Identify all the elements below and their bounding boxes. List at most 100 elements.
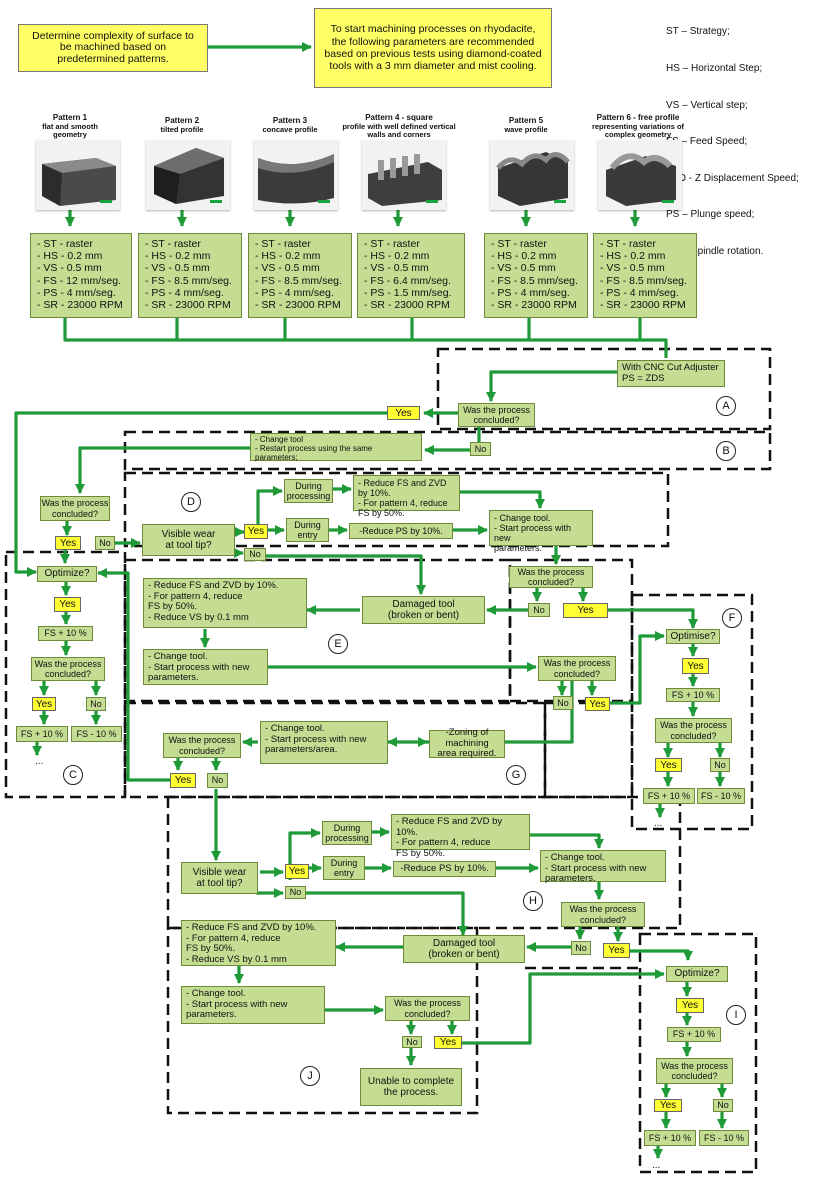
no-label-wear-h: No — [285, 886, 306, 899]
no-label-d: No — [95, 536, 115, 550]
fs-plus-result-f: FS + 10 % — [643, 788, 695, 804]
determine-complexity-box: Determine complexity of surface to be ma… — [18, 24, 208, 72]
decision-was-concluded-e2: Was the process concluded? — [538, 656, 616, 681]
yes-label-a: Yes — [387, 406, 420, 420]
damaged-tool-box-h: Damaged tool(broken or bent) — [403, 935, 525, 963]
pattern-5-parameters: - ST - raster- HS - 0.2 mm- VS - 0.5 mm-… — [484, 233, 588, 318]
yes-label-e: Yes — [563, 603, 608, 618]
fs-plus-box-f: FS + 10 % — [666, 688, 720, 702]
yes-label-wear-d: Yes — [244, 524, 268, 539]
pattern-2-sample-image — [146, 140, 230, 210]
reduce-all-params-box-e: - Reduce FS and ZVD by 10%.- For pattern… — [143, 578, 307, 628]
yes-label-optimize-i: Yes — [676, 998, 704, 1013]
region-label-d: D — [181, 492, 201, 512]
legend-item: HS – Horizontal Step; — [666, 62, 763, 74]
no-label-wear-d: No — [244, 548, 266, 561]
region-frames — [4, 347, 772, 1174]
fs-minus-result-c: FS - 10 % — [71, 726, 122, 742]
decision-was-concluded-h: Was the process concluded? — [561, 902, 645, 927]
no-label-e: No — [528, 603, 550, 617]
legend-item: ST – Strategy; — [666, 26, 730, 38]
yes-label-e2: Yes — [585, 697, 610, 711]
region-label-i: I — [726, 1005, 746, 1025]
optimize-decision-c: Optimize? — [37, 566, 97, 582]
yes-label-optimize-c: Yes — [54, 597, 81, 612]
change-tool-same-params-box: - Change tool- Restart process using the… — [250, 433, 422, 462]
legend-item: VS – Vertical step; — [666, 99, 748, 111]
yes-label-c: Yes — [32, 697, 56, 711]
fs-minus-result-f: FS - 10 % — [697, 788, 745, 804]
continuation-ellipsis-i: ... — [652, 1160, 661, 1171]
yes-label-d: Yes — [55, 536, 81, 550]
fs-minus-result-i: FS - 10 % — [699, 1130, 749, 1146]
pattern-4-parameters: - ST - raster- HS - 0.2 mm- VS - 0.5 mm-… — [357, 233, 465, 318]
pattern-6-sample-image — [598, 140, 682, 210]
recommended-parameters-box: To start machining processes on rhyodaci… — [314, 8, 552, 88]
pattern-5-sample-image — [490, 140, 574, 210]
pattern-3-sample-image — [254, 140, 338, 210]
continuation-ellipsis-c: ... — [35, 756, 44, 767]
decision-was-concluded-j: Was the process concluded? — [385, 996, 470, 1021]
pattern-2-parameters: - ST - raster- HS - 0.2 mm- VS - 0.5 mm-… — [138, 233, 242, 318]
region-label-h: H — [523, 891, 543, 911]
yes-label-optimise-f: Yes — [682, 658, 709, 674]
yes-label-h: Yes — [603, 943, 630, 958]
yes-label-g: Yes — [170, 773, 196, 788]
optimise-decision-f: Optimise? — [666, 629, 720, 644]
legend-item: ZVD - Z Displacement Speed; — [666, 172, 799, 184]
region-label-g: G — [506, 765, 526, 785]
yes-label-i: Yes — [654, 1099, 682, 1112]
yes-label-f: Yes — [655, 758, 682, 772]
damaged-tool-box-e: Damaged tool(broken or bent) — [362, 596, 485, 624]
pattern-1-sample-image — [36, 140, 120, 210]
fs-plus-result-c: FS + 10 % — [16, 726, 68, 742]
decision-was-concluded-g: Was the process concluded? — [163, 733, 241, 758]
region-label-b: B — [716, 441, 736, 461]
decision-was-concluded-i: Was the process concluded? — [656, 1058, 733, 1084]
pattern-3-parameters: - ST - raster- HS - 0.2 mm- VS - 0.5 mm-… — [248, 233, 352, 318]
no-label-g: No — [207, 773, 228, 788]
no-label-i: No — [713, 1099, 733, 1112]
no-label-c: No — [86, 697, 106, 711]
no-label-f: No — [710, 758, 730, 772]
region-label-f: F — [722, 608, 742, 628]
decision-was-concluded-e: Was the process concluded? — [509, 566, 593, 588]
fs-plus-box-c: FS + 10 % — [38, 626, 93, 641]
reduce-all-params-box-h: - Reduce FS and ZVD by 10%.- For pattern… — [181, 920, 336, 966]
region-label-c: C — [63, 765, 83, 785]
decision-was-concluded-c: Was the process concluded? — [31, 657, 105, 681]
reduce-ps-box-h: -Reduce PS by 10%. — [393, 861, 496, 877]
pattern-4-sample-image — [362, 140, 446, 210]
pattern-1-parameters: - ST - raster- HS - 0.2 mm- VS - 0.5 mm-… — [30, 233, 132, 318]
decision-was-concluded-a: Was the process concluded? — [458, 403, 535, 427]
reduce-fs-zvd-box-h: - Reduce FS and ZVD by 10%.- For pattern… — [391, 814, 530, 859]
continuation-ellipsis-f: ... — [654, 818, 663, 829]
reduce-fs-zvd-box-d: - Reduce FS and ZVD by 10%.- For pattern… — [353, 475, 460, 518]
optimize-decision-i: Optimize? — [666, 966, 728, 982]
legend-item: PS – Plunge speed; — [666, 209, 755, 221]
region-label-a: A — [716, 396, 736, 416]
fs-plus-box-i: FS + 10 % — [667, 1027, 721, 1042]
region-label-e: E — [328, 634, 348, 654]
decision-was-concluded-f: Was the process concluded? — [655, 718, 732, 743]
reduce-ps-box-d: -Reduce PS by 10%. — [349, 523, 453, 539]
yes-label-wear-h: Yes — [285, 864, 309, 879]
